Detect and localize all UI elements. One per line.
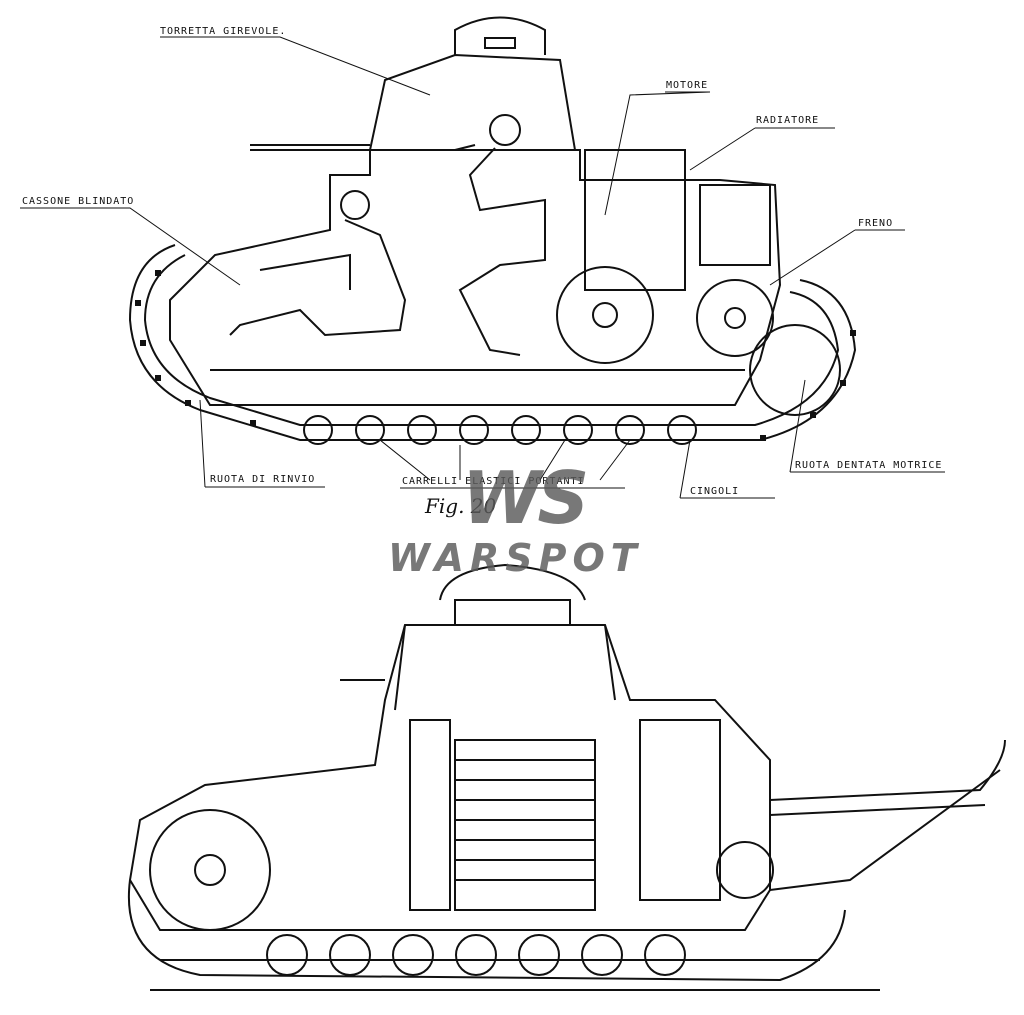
label-cingoli: CINGOLI [690, 486, 740, 497]
label-torretta-girevole: TORRETTA GIREVOLE. [160, 26, 287, 37]
watermark-logo: WS [462, 456, 589, 540]
label-freno: FRENO [858, 218, 894, 229]
label-cassone-blindato: CASSONE BLINDATO [22, 196, 135, 207]
watermark-name: WARSPOT [388, 536, 643, 580]
label-ruota-di-rinvio: RUOTA DI RINVIO [210, 474, 316, 485]
figure-caption: Fig. 20 [425, 494, 497, 518]
label-carrelli-elastici-portanti: CARRELLI ELASTICI PORTANTI [402, 476, 585, 487]
label-motore: MOTORE [666, 80, 709, 91]
label-ruota-dentata-motrice: RUOTA DENTATA MOTRICE [795, 460, 943, 471]
label-radiatore: RADIATORE [756, 115, 820, 126]
